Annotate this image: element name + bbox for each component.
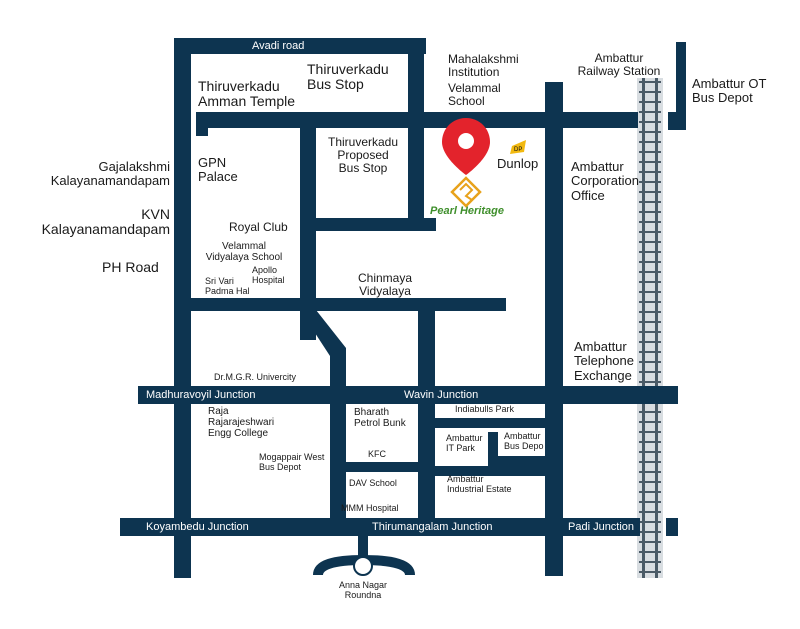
brand-pearl-heritage[interactable]: Pearl Heritage	[430, 205, 504, 217]
label-line: Vidyalaya School	[205, 252, 283, 263]
label-line: Mahalakshmi	[448, 52, 519, 66]
label-bus-depo: Ambattur Bus Depo	[504, 431, 544, 452]
label-line: Telephone	[574, 353, 634, 369]
label-line: Velammal	[222, 241, 266, 252]
label-line: Bus Depot	[692, 90, 753, 106]
label-telephone-exchange: Ambattur Telephone Exchange	[574, 339, 634, 383]
label-line: Exchange	[574, 367, 632, 383]
label-line: Hospital	[252, 274, 285, 285]
label-line: KVN	[141, 206, 170, 222]
label-chinmaya: Chinmaya Vidyalaya	[340, 271, 430, 299]
label-dav-school: DAV School	[349, 478, 397, 488]
railway-track-icon	[637, 78, 663, 578]
label-line: Palace	[198, 169, 238, 185]
label-line: Rajarajeshwari	[208, 417, 275, 428]
label-line: Padma Hal	[205, 285, 250, 296]
label-line: Institution	[448, 65, 500, 80]
pearl-heritage-logo-icon	[450, 176, 482, 208]
label-line: Ambattur	[594, 51, 644, 65]
label-mogappair: Mogappair West Bus Depot	[259, 452, 325, 473]
label-line: Office	[571, 187, 605, 203]
label-raja-college: Raja Rajarajeshwari Engg College	[208, 406, 274, 439]
svg-text:DP: DP	[514, 147, 522, 153]
label-line: Bus Stop	[338, 161, 388, 176]
label-kvn: KVN Kalayanamandapam	[41, 206, 170, 238]
label-line: Thiruverkadu	[307, 61, 389, 77]
label-line: Roundna	[344, 589, 382, 600]
road-label-wavin: Wavin Junction	[404, 389, 479, 401]
label-line: Ambattur	[571, 159, 624, 174]
label-industrial-estate: Ambattur Industrial Estate	[447, 474, 512, 495]
label-line: Bus Depo	[504, 440, 544, 451]
label-line: Chinmaya	[357, 271, 413, 285]
label-velammal-school: Velammal School	[448, 81, 501, 109]
label-line: Proposed	[337, 148, 389, 163]
label-indiabulls: Indiabulls Park	[455, 404, 515, 414]
label-line: Bus Stop	[307, 76, 364, 93]
road-label-koyambedu: Koyambedu Junction	[146, 521, 249, 533]
label-line: Apollo	[252, 265, 278, 275]
label-line: Railway Station	[577, 64, 661, 79]
label-kfc: KFC	[368, 449, 386, 459]
label-line: Ambattur OT	[692, 76, 767, 91]
label-line: IT Park	[446, 442, 475, 453]
label-mgr-university: Dr.M.G.R. Univercity	[214, 372, 297, 382]
road-label-avadi: Avadi road	[252, 40, 305, 52]
label-line: Gajalakshmi	[98, 159, 170, 174]
label-ph-road: PH Road	[102, 259, 159, 275]
label-apollo-hospital: Apollo Hospital	[252, 265, 285, 286]
label-line: Industrial Estate	[447, 483, 512, 494]
road-label-padi: Padi Junction	[568, 521, 635, 533]
label-line: Thiruverkadu	[198, 78, 280, 94]
label-velammal-vidyalaya: Velammal Vidyalaya School	[204, 241, 284, 263]
road-label-madhuravoyil: Madhuravoyil Junction	[146, 389, 256, 401]
label-line: Raja	[208, 406, 229, 417]
road-network	[120, 38, 686, 578]
label-royal-club: Royal Club	[229, 220, 288, 234]
label-line: Amman Temple	[198, 93, 296, 110]
label-line: Kalayanamandapam	[50, 173, 170, 189]
label-anna-nagar: Anna Nagar Roundna	[326, 580, 400, 601]
label-line: Corporation	[571, 173, 639, 189]
label-corporation-office: Ambattur Corporation Office	[571, 159, 639, 203]
label-line: Petrol Bunk	[354, 418, 406, 429]
label-line: Engg College	[208, 428, 269, 439]
dunlop-logo-icon: DP	[510, 140, 526, 154]
label-line: Thiruverkadu	[327, 135, 399, 149]
label-proposed-bus-stop: Thiruverkadu Proposed Bus Stop	[318, 135, 408, 176]
label-line: Bharath	[354, 407, 390, 418]
label-line: Vidyalaya	[359, 284, 411, 299]
label-it-park: Ambattur IT Park	[446, 433, 483, 454]
label-line: GPN	[198, 155, 227, 170]
label-line: Ambattur	[447, 474, 484, 484]
label-bharath-petrol: Bharath Petrol Bunk	[354, 407, 406, 429]
label-line: Anna Nagar	[338, 580, 388, 590]
label-line: Sri Vari	[205, 276, 234, 286]
label-line: School	[448, 94, 485, 109]
label-line: Mogappair West	[259, 452, 325, 462]
label-line: Ambattur	[504, 431, 541, 441]
label-mahalakshmi: Mahalakshmi Institution	[448, 52, 519, 80]
label-line: Bus Depot	[259, 461, 302, 472]
label-gpn-palace: GPN Palace	[198, 155, 238, 185]
label-line: Kalayanamandapam	[41, 221, 170, 238]
label-railway-station: Ambattur Railway Station	[574, 51, 664, 79]
label-mmm-hospital: MMM Hospital	[341, 503, 399, 513]
road-label-thirumangalam: Thirumangalam Junction	[372, 521, 493, 533]
label-line: Ambattur	[446, 433, 483, 443]
label-line: Ambattur	[574, 339, 627, 354]
location-pin-icon[interactable]	[442, 118, 490, 175]
label-dunlop: Dunlop	[497, 156, 539, 171]
label-thiruverkadu-bus-stop: Thiruverkadu Bus Stop	[307, 61, 389, 93]
label-gajalakshmi: Gajalakshmi Kalayanamandapam	[50, 159, 170, 189]
label-thiruverkadu-temple: Thiruverkadu Amman Temple	[198, 78, 296, 110]
label-ot-bus-depot: Ambattur OT Bus Depot	[692, 76, 767, 106]
label-sri-vari: Sri Vari Padma Hal	[205, 276, 250, 297]
label-line: Velammal	[448, 81, 501, 95]
